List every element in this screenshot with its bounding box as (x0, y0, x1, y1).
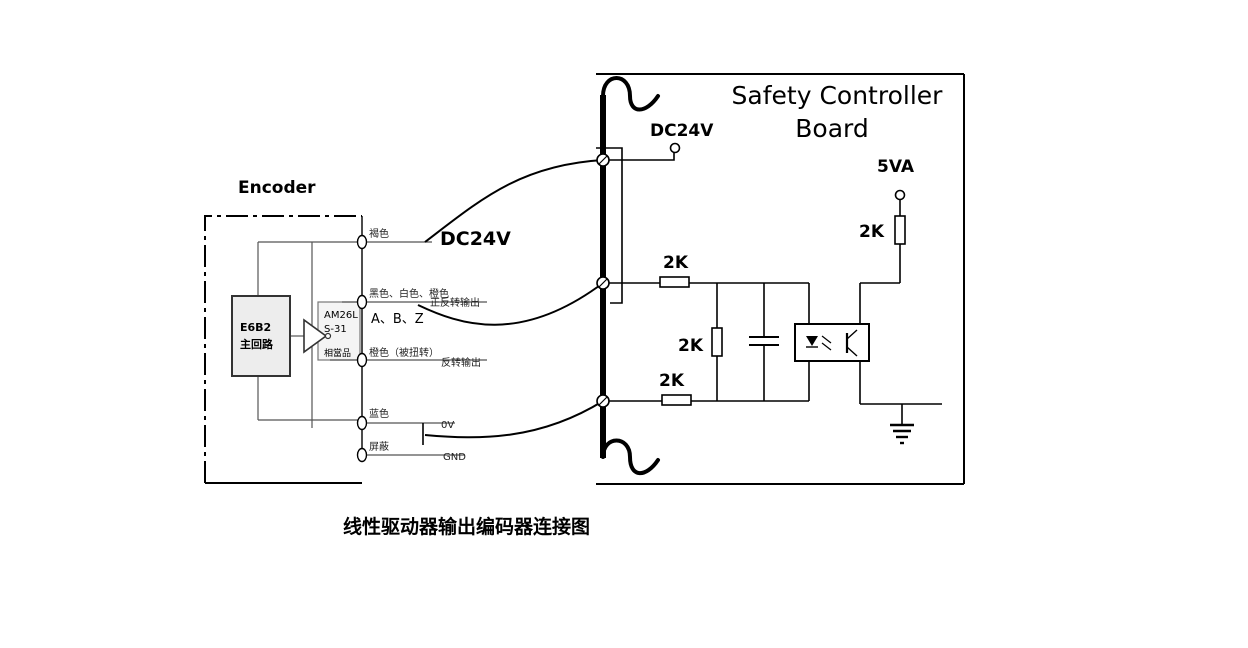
encoder-title: Encoder (238, 178, 316, 198)
pin-4-color-label: 蓝色 (369, 407, 389, 420)
diagram-caption: 线性驱动器输出编码器连接图 (343, 516, 591, 538)
encoder-dc24v-label: DC24V (440, 228, 511, 250)
terminal-pin-4 (356, 415, 368, 431)
ground-icon (890, 423, 914, 445)
resistor-shunt-label: 2K (678, 336, 704, 356)
abz-label: A、B、Z (371, 312, 424, 327)
capacitor-icon (749, 283, 779, 401)
5va-label: 5VA (877, 157, 915, 177)
resistor-bottom-label: 2K (659, 371, 685, 391)
resistor-top (659, 276, 690, 288)
ic-label-2: S-31 (324, 324, 347, 335)
resistor-top-label: 2K (663, 253, 689, 273)
encoder-terminals (356, 234, 368, 463)
resistor-shunt (711, 327, 723, 357)
terminal-pin-2 (356, 294, 368, 310)
board-title-line-1: Safety Controller (732, 81, 944, 110)
pin-5-color-label: 屏蔽 (369, 441, 389, 453)
optocoupler-icon (794, 323, 870, 362)
chip-label-1: E6B2 (240, 321, 271, 334)
terminal-pin-1 (356, 234, 368, 250)
dc24v-supply-node (669, 142, 681, 154)
5va-supply-node (894, 189, 906, 201)
pin-3-color-label: 橙色（被扭转） (369, 346, 439, 359)
board-title-line-2: Board (795, 114, 868, 143)
pin-4-signal-label: 0V (441, 420, 454, 431)
pin-1-color-label: 褐色 (369, 227, 389, 240)
break-symbol-top-icon (601, 76, 660, 112)
pin-2-signal-label: 正反转输出 (430, 296, 480, 309)
pin-5-signal-label: GND (443, 452, 466, 463)
terminal-pin-5 (356, 447, 368, 463)
resistor-pullup (894, 215, 906, 245)
safety-controller-board: Safety Controller Board DC24V 2K 2K (596, 73, 965, 485)
encoder-main-chip (231, 295, 291, 377)
ic-label-1: AM26L (324, 310, 358, 321)
pin-2-color-label: 黑色、白色、橙色 (369, 287, 449, 300)
pin-3-signal-label: 反转输出 (441, 356, 481, 369)
resistor-bottom (661, 394, 692, 406)
resistor-pullup-label: 2K (859, 222, 885, 242)
terminal-pin-3 (356, 352, 368, 368)
ic-label-3: 相當品 (324, 347, 351, 359)
chip-label-2: 主回路 (240, 337, 274, 351)
buffer-triangle-icon (303, 318, 328, 354)
encoder-block: E6B2 主回路 AM26L S-31 相當品 A、B、Z (204, 215, 424, 484)
board-dc24v-label: DC24V (650, 121, 714, 141)
interconnect-wires (417, 159, 604, 445)
break-symbol-bottom-icon (601, 438, 660, 476)
